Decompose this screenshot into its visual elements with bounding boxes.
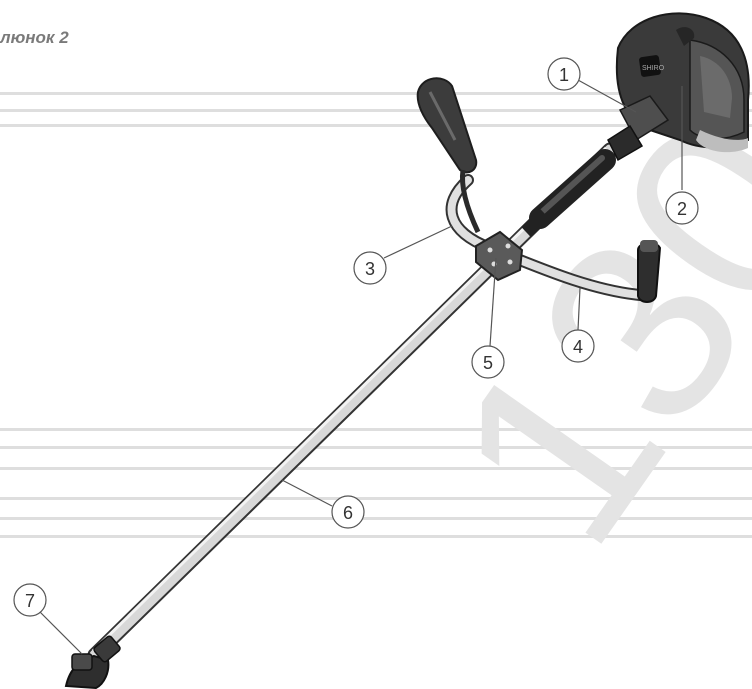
shaft-grip	[521, 149, 616, 238]
callout-2-label: 2	[677, 199, 687, 219]
right-handle	[637, 240, 662, 303]
callout-7-label: 7	[25, 591, 35, 611]
callout-5-label: 5	[483, 353, 493, 373]
callout-4: 4	[561, 287, 595, 363]
callout-1-label: 1	[559, 65, 569, 85]
svg-text:SHIRO: SHIRO	[642, 65, 665, 72]
callout-4-label: 4	[573, 337, 583, 357]
handle-clamp	[475, 230, 524, 282]
callout-2: 2	[665, 86, 699, 225]
left-handle	[416, 77, 481, 234]
callout-1: 1	[547, 57, 637, 113]
callout-6: 6	[281, 479, 365, 529]
figure-caption: люнок 2	[0, 28, 69, 47]
callout-3: 3	[353, 225, 453, 285]
engine: SHIRO	[607, 12, 750, 162]
callout-3-label: 3	[365, 259, 375, 279]
cutting-head	[64, 635, 121, 689]
main-shaft	[87, 142, 618, 663]
callout-5: 5	[471, 257, 505, 379]
background-stripes	[0, 92, 752, 538]
callout-6-label: 6	[343, 503, 353, 523]
callout-7: 7	[13, 583, 83, 655]
